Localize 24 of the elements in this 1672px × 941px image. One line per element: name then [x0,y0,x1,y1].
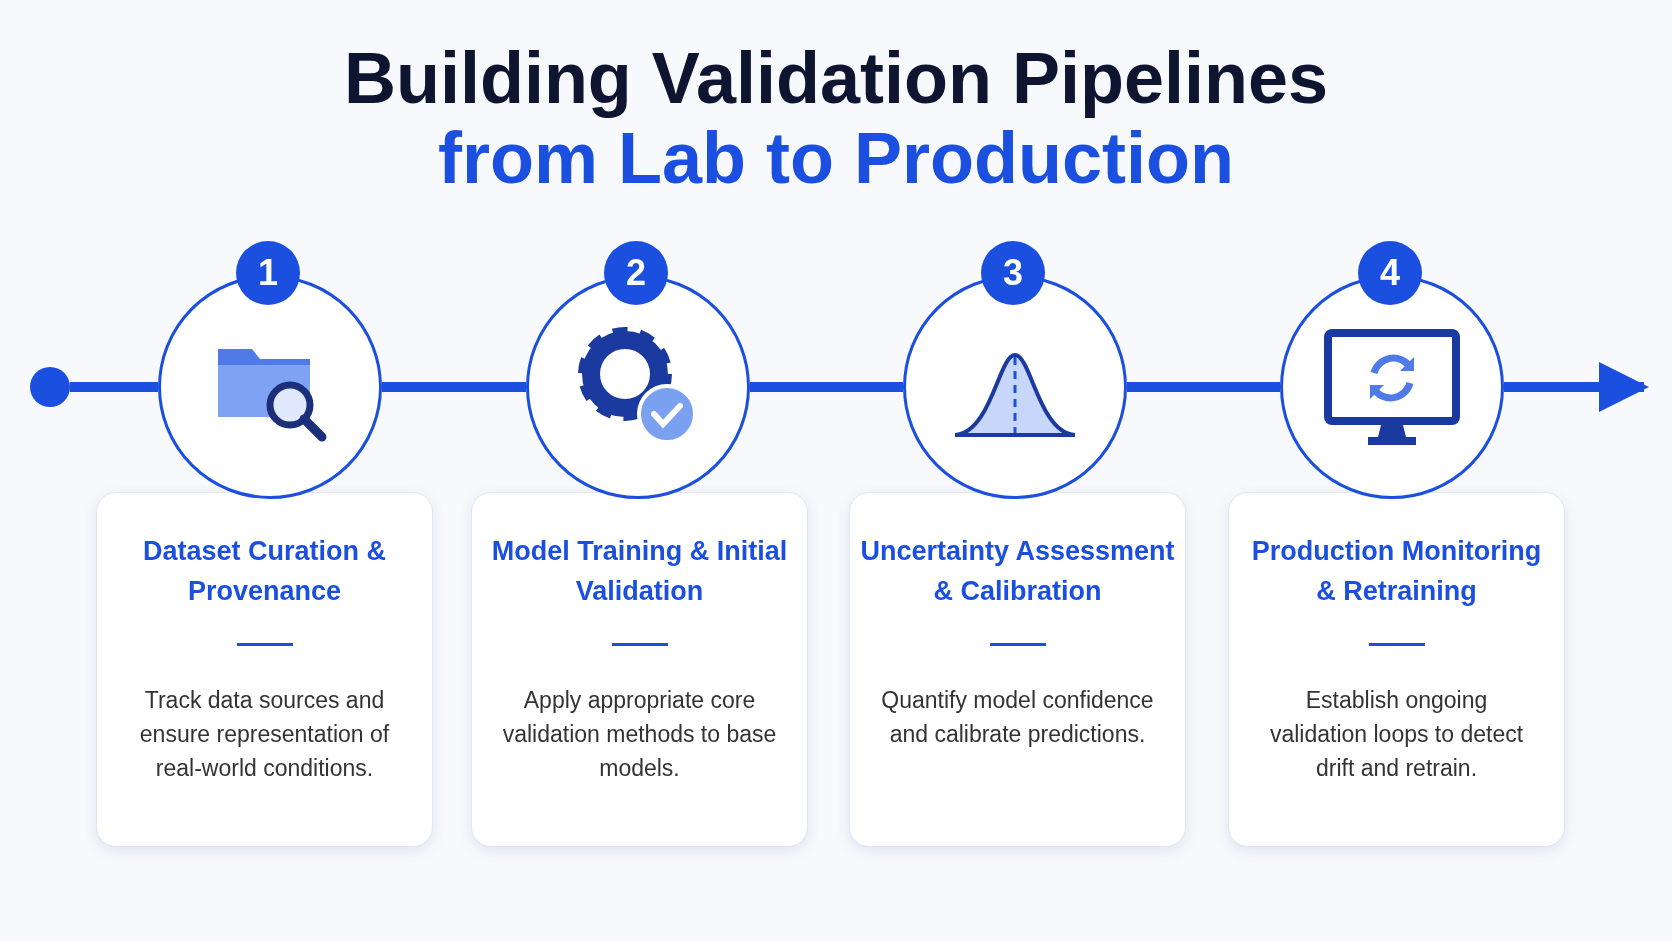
start-dot [30,367,70,407]
connector-line [750,382,903,392]
connector-line [382,382,526,392]
step-card [471,492,808,847]
number-badge: 4 [1358,241,1422,305]
title: Building Validation Pipelines [342,38,1330,118]
number-badge: 3 [981,241,1045,305]
step-heading: Uncertainty Assessment & Calibration [860,535,1175,608]
connector-line [70,382,158,392]
step-card [96,492,433,847]
arrow [1504,362,1649,412]
subtitle: from Lab to Production [437,118,1235,198]
connector-line [1127,382,1280,392]
step-card [849,492,1186,847]
number-badge: 2 [604,241,668,305]
step-description: Apply appropriate core validation methods to base models. [501,686,778,783]
number-badge: 1 [236,241,300,305]
step-description: Quantify model confidence and calibrate predictions. [880,686,1155,749]
step-description: Track data sources and ensure representation of real-world conditions. [138,686,391,783]
step-heading: Dataset Curation & Provenance [141,535,387,608]
step-heading: Production Monitoring & Retraining [1250,535,1543,608]
step-card [1228,492,1565,847]
step-description: Establish ongoing validation loops to detect drift and retrain. [1268,686,1525,783]
step-heading: Model Training & Initial Validation [490,535,789,608]
